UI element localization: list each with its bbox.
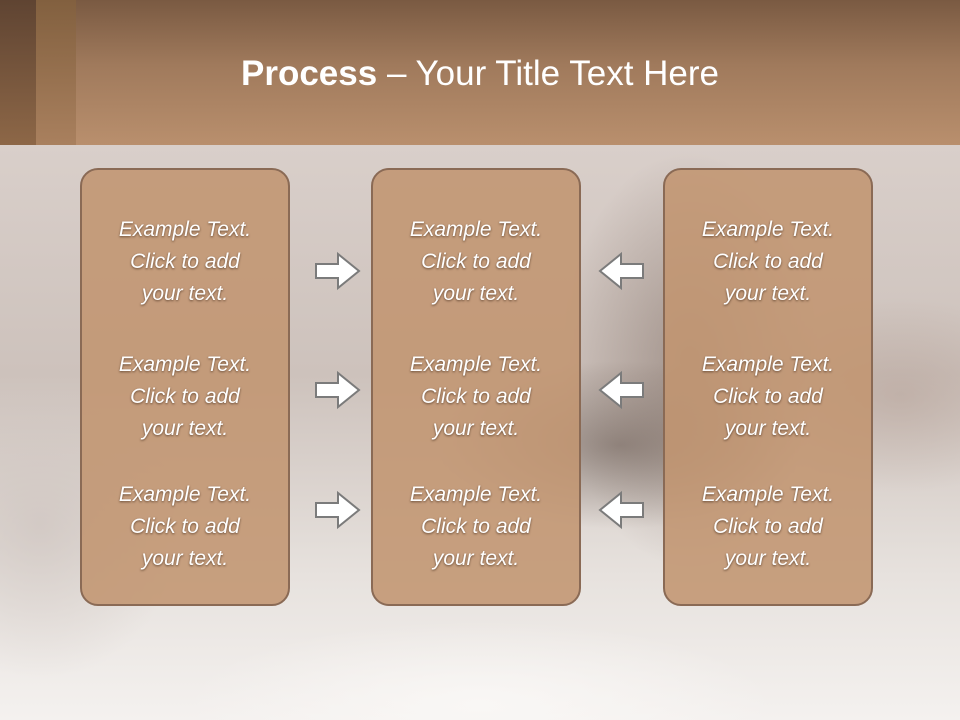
text-placeholder[interactable]: Example Text. Click to add your text.: [665, 349, 871, 445]
header-stripe: [0, 0, 36, 145]
arrow-left-icon: [598, 490, 644, 530]
arrow-left-icon: [598, 370, 644, 410]
placeholder-line: Click to add: [421, 515, 531, 538]
text-placeholder[interactable]: Example Text. Click to add your text.: [373, 349, 579, 445]
placeholder-line: Click to add: [713, 385, 823, 408]
placeholder-line: Click to add: [713, 515, 823, 538]
placeholder-line: your text.: [724, 417, 812, 440]
placeholder-line: your text.: [724, 282, 812, 305]
text-placeholder[interactable]: Example Text. Click to add your text.: [665, 479, 871, 575]
placeholder-line: Click to add: [130, 385, 240, 408]
arrow-right-icon: [315, 490, 361, 530]
placeholder-line: Example Text.: [701, 483, 835, 506]
placeholder-line: your text.: [432, 547, 520, 570]
title-band: Process – Your Title Text Here: [0, 0, 960, 145]
text-placeholder[interactable]: Example Text. Click to add your text.: [82, 479, 288, 575]
text-placeholder[interactable]: Example Text. Click to add your text.: [665, 214, 871, 310]
placeholder-line: Click to add: [713, 250, 823, 273]
placeholder-line: your text.: [141, 282, 229, 305]
placeholder-line: Example Text.: [118, 218, 252, 241]
text-placeholder[interactable]: Example Text. Click to add your text.: [82, 214, 288, 310]
slide-title[interactable]: Process – Your Title Text Here: [76, 52, 884, 96]
placeholder-line: Click to add: [421, 250, 531, 273]
title-rest: – Your Title Text Here: [377, 54, 719, 93]
header-stripe: [36, 0, 76, 145]
arrow-left-icon: [598, 251, 644, 291]
arrow-right-icon: [315, 251, 361, 291]
text-placeholder[interactable]: Example Text. Click to add your text.: [373, 214, 579, 310]
placeholder-line: Example Text.: [701, 218, 835, 241]
right-panel[interactable]: Example Text. Click to add your text. Ex…: [663, 168, 873, 606]
title-bold: Process: [241, 54, 378, 93]
placeholder-line: Example Text.: [409, 218, 543, 241]
placeholder-line: Example Text.: [118, 353, 252, 376]
left-panel[interactable]: Example Text. Click to add your text. Ex…: [80, 168, 290, 606]
text-placeholder[interactable]: Example Text. Click to add your text.: [82, 349, 288, 445]
placeholder-line: Click to add: [130, 250, 240, 273]
placeholder-line: your text.: [141, 547, 229, 570]
placeholder-line: your text.: [724, 547, 812, 570]
placeholder-line: Click to add: [421, 385, 531, 408]
text-placeholder[interactable]: Example Text. Click to add your text.: [373, 479, 579, 575]
arrow-right-icon: [315, 370, 361, 410]
placeholder-line: Example Text.: [701, 353, 835, 376]
placeholder-line: your text.: [432, 417, 520, 440]
placeholder-line: your text.: [432, 282, 520, 305]
placeholder-line: Example Text.: [118, 483, 252, 506]
placeholder-line: Example Text.: [409, 353, 543, 376]
placeholder-line: your text.: [141, 417, 229, 440]
placeholder-line: Example Text.: [409, 483, 543, 506]
center-panel[interactable]: Example Text. Click to add your text. Ex…: [371, 168, 581, 606]
placeholder-line: Click to add: [130, 515, 240, 538]
